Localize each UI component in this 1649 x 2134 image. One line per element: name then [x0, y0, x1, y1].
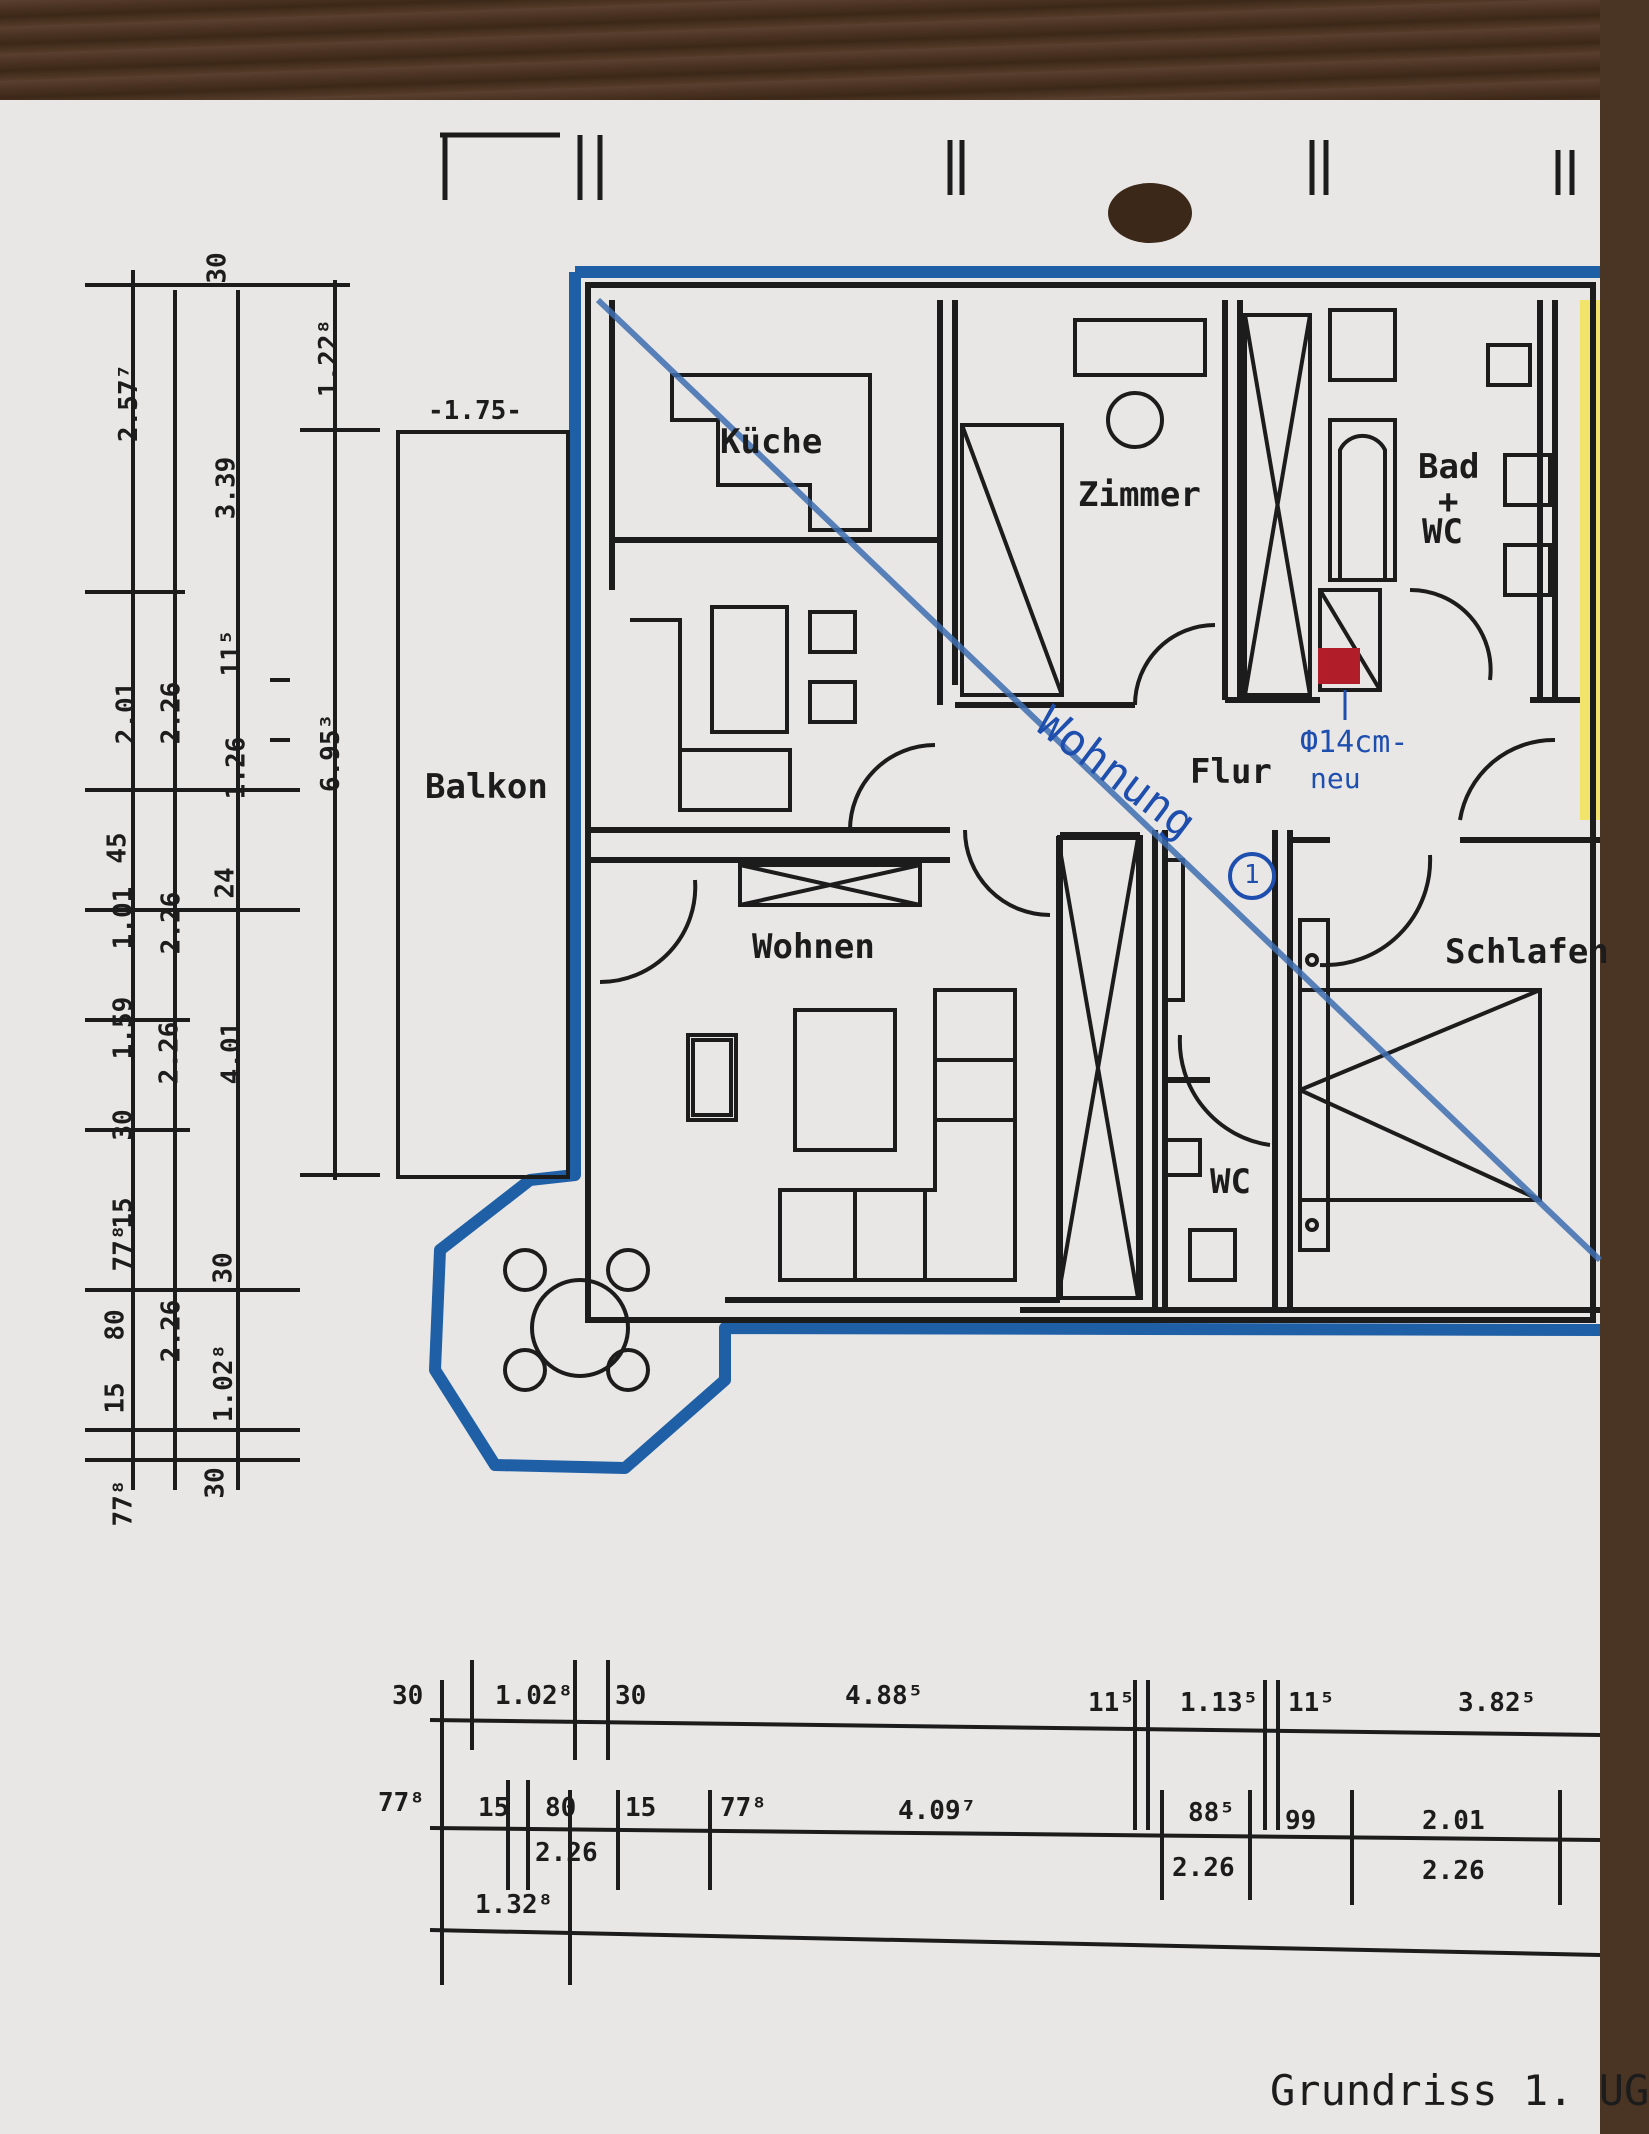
left-dim-outer-2: 3.39 [211, 456, 242, 520]
room-label-flur: Flur [1190, 752, 1272, 792]
balkon-dimension: -1.75- [428, 396, 522, 426]
bottom-dim-r3-0: 1.32⁸ [475, 1890, 554, 1920]
bottom-dim-r2-4: 77⁸ [720, 1793, 767, 1823]
bottom-dim-r1-7: 3.82⁵ [1458, 1688, 1537, 1718]
left-dim-outer-10: 80 [100, 1309, 131, 1341]
room-label-zimmer: Zimmer [1078, 475, 1201, 515]
left-dim-outer-4: 45 [102, 832, 133, 864]
wohnung-number: 1 [1244, 860, 1260, 890]
bottom-dim-r1-1: 1.02⁸ [495, 1681, 574, 1711]
bottom-dim-r1-4: 11⁵ [1088, 1688, 1135, 1718]
left-dim-third-3: 4.01 [216, 1021, 247, 1085]
room-label-balkon: Balkon [425, 767, 548, 807]
left-dim-outer-5: 1.01 [108, 886, 139, 950]
bottom-dim-r1-5: 1.13⁵ [1180, 1688, 1259, 1718]
left-dim-outer-0: 30 [202, 252, 233, 284]
bottom-dim-r2-2: 80 [545, 1793, 577, 1823]
left-dim-outer-7: 30 [108, 1109, 139, 1141]
sign-annotation-line2: neu [1310, 762, 1361, 795]
left-dim-outer-11: 15 [100, 1382, 131, 1414]
drawing-title: Grundriss 1. UG [1270, 2066, 1649, 2115]
bottom-dim-r2-0: 77⁸ [378, 1788, 425, 1818]
bottom-dimension-lines [429, 1660, 1601, 1985]
room-label-schlafen: Schlafen [1445, 932, 1609, 972]
blue-diagonal-line [595, 297, 1603, 1263]
bottom-dim-r1-6: 11⁵ [1288, 1688, 1335, 1718]
bottom-dim-r2-8: 2.01 [1422, 1806, 1485, 1836]
bottom-dim-r2-1: 15 [478, 1793, 510, 1823]
sign-annotation-line1: Ф14cm- [1300, 725, 1409, 760]
left-dim-inner-3: 2.26 [156, 1299, 187, 1363]
paper-sheet [0, 100, 1600, 2134]
left-dim-third-1: 1.26 [221, 736, 252, 800]
left-dim-third-4: 30 [208, 1252, 239, 1284]
left-dim-outer-6: 1.59 [108, 996, 139, 1060]
left-dim-fourth-0: 1.22⁸ [314, 318, 345, 398]
left-dim-outer-3: 2.01 [111, 681, 142, 745]
bottom-dim-r2-sub-0: 2.26 [535, 1838, 598, 1868]
bottom-dim-r1-2: 30 [615, 1681, 647, 1711]
furniture [396, 308, 1552, 1392]
left-dim-third-0: 11⁵ [216, 629, 247, 677]
room-label-wohnen: Wohnen [752, 927, 875, 967]
room-label-kueche: Küche [720, 422, 823, 462]
bottom-dim-r2-3: 15 [625, 1793, 657, 1823]
left-dim-inner-2: 2.26 [154, 1021, 185, 1085]
door-swings [599, 587, 1556, 1147]
top-dimension-ticks [440, 132, 1575, 200]
bottom-dim-r2-sub-1: 2.26 [1172, 1853, 1235, 1883]
left-dim-fourth-1: 6.95³ [316, 713, 347, 793]
left-dim-third-2: 24 [210, 867, 241, 899]
bottom-dim-r2-6: 88⁵ [1188, 1798, 1235, 1828]
left-dim-outer-12: 77⁸ [108, 1479, 139, 1527]
left-dim-inner-4: 1.02⁸ [209, 1343, 240, 1423]
bottom-dim-r1-3: 4.88⁵ [845, 1681, 924, 1711]
room-label-bad: Bad [1418, 447, 1480, 487]
room-label-bad-wc: WC [1422, 512, 1463, 552]
bottom-dim-r2-5: 4.09⁷ [898, 1796, 977, 1826]
left-dim-inner-5: 30 [200, 1467, 231, 1499]
bottom-dim-r2-sub-2: 2.26 [1422, 1856, 1485, 1886]
left-dim-outer-1: 2.57⁷ [114, 363, 145, 443]
floor-plan-drawing [85, 132, 1603, 1985]
room-label-wc: WC [1210, 1162, 1251, 1202]
left-dimension-lines [85, 270, 380, 1490]
left-dim-outer-9: 77⁸ [108, 1224, 139, 1272]
red-sign-mark [1318, 648, 1360, 684]
bottom-dim-r2-7: 99 [1285, 1806, 1317, 1836]
left-dim-inner-0: 2.26 [156, 681, 187, 745]
left-dim-inner-1: 2.26 [156, 891, 187, 955]
bottom-dim-r1-0: 30 [392, 1681, 424, 1711]
wohnung-number-circle [1228, 852, 1276, 900]
punch-hole [1108, 183, 1192, 243]
room-label-bad-plus: + [1438, 482, 1459, 522]
